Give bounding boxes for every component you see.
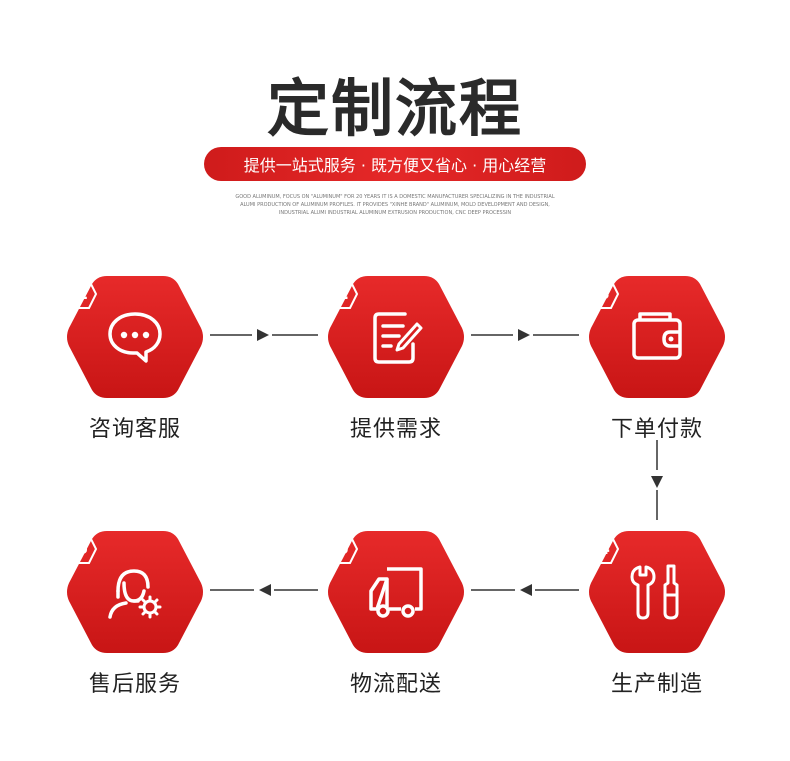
step-number: 1: [76, 284, 88, 304]
step-2-requirements: 2: [324, 272, 468, 402]
step-number: 5: [337, 539, 349, 559]
fineprint-text: GOOD ALUMINUM, FOCUS ON "ALUMINUM" FOR 2…: [235, 194, 555, 216]
step-badge: [67, 534, 97, 564]
arrow-left-connector-2: [210, 584, 318, 596]
step-badge: [328, 534, 358, 564]
arrow-left-connector-1: [471, 584, 579, 596]
step-4-production: 4: [585, 527, 729, 657]
arrow-right-connector-2: [471, 329, 579, 341]
step-1-label: 咨询客服: [88, 417, 181, 442]
step-badge: [328, 279, 358, 309]
step-5-label: 物流配送: [349, 672, 442, 697]
document-edit-icon: [373, 312, 423, 364]
subtitle-banner: 提供一站式服务 · 既方便又省心 · 用心经营: [204, 147, 586, 181]
step-number: 4: [598, 539, 610, 559]
step-badge: [589, 534, 619, 564]
step-number: 6: [76, 539, 88, 559]
step-number: 2: [337, 284, 349, 304]
chat-bubble-icon: [108, 312, 162, 363]
arrow-down-connector: [651, 440, 663, 520]
hexagon-shape: [589, 276, 725, 398]
hexagon-shape: [67, 531, 203, 653]
step-3-label: 下单付款: [610, 417, 703, 442]
step-1-consult: 1: [63, 272, 207, 402]
delivery-truck-icon: [369, 567, 423, 618]
step-3-payment: 3: [585, 272, 729, 402]
step-5-logistics: 5: [324, 527, 468, 657]
step-4-label: 生产制造: [610, 672, 703, 697]
step-number: 3: [598, 284, 610, 304]
wrench-screwdriver-icon: [630, 564, 679, 620]
step-badge: [589, 279, 619, 309]
page-title: 定制流程: [266, 72, 523, 145]
step-2-label: 提供需求: [349, 417, 442, 442]
step-badge: [67, 279, 97, 309]
hexagon-shape: [589, 531, 725, 653]
hexagon-shape: [328, 531, 464, 653]
step-6-after-sales: 6: [63, 527, 207, 657]
step-6-label: 售后服务: [88, 672, 181, 697]
customer-service-icon: [108, 569, 162, 619]
arrow-right-connector-1: [210, 329, 318, 341]
wallet-icon: [632, 312, 682, 360]
